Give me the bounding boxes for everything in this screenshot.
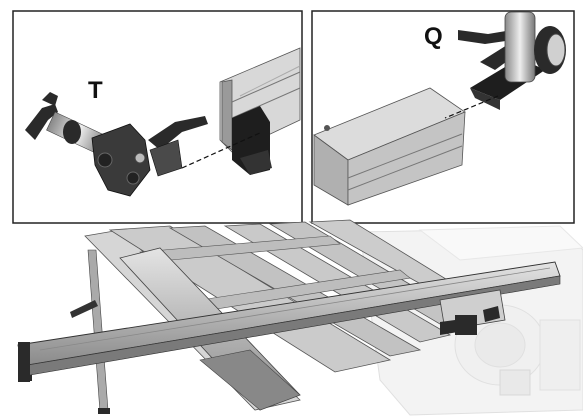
clamp-t: [25, 92, 208, 197]
fence-stop-block: [439, 289, 506, 335]
label-t: T: [88, 77, 103, 104]
stop-block-icon: [444, 11, 566, 119]
leader-line-t: [181, 131, 263, 169]
detail-panel-t: T: [12, 10, 303, 224]
label-q: Q: [424, 23, 443, 50]
clamp-lever-icon: [25, 104, 58, 140]
clamp-lever-icon: [458, 30, 512, 44]
crosscut-fence: [17, 261, 561, 382]
clamp-lever-icon: [440, 318, 470, 335]
detail-panel-q: Q: [311, 10, 575, 224]
extrusion-rail-icon: [219, 47, 301, 175]
bottom-assembly: [17, 219, 583, 416]
leader-line-q: [444, 95, 499, 119]
extrusion-rail-icon: [313, 87, 466, 206]
